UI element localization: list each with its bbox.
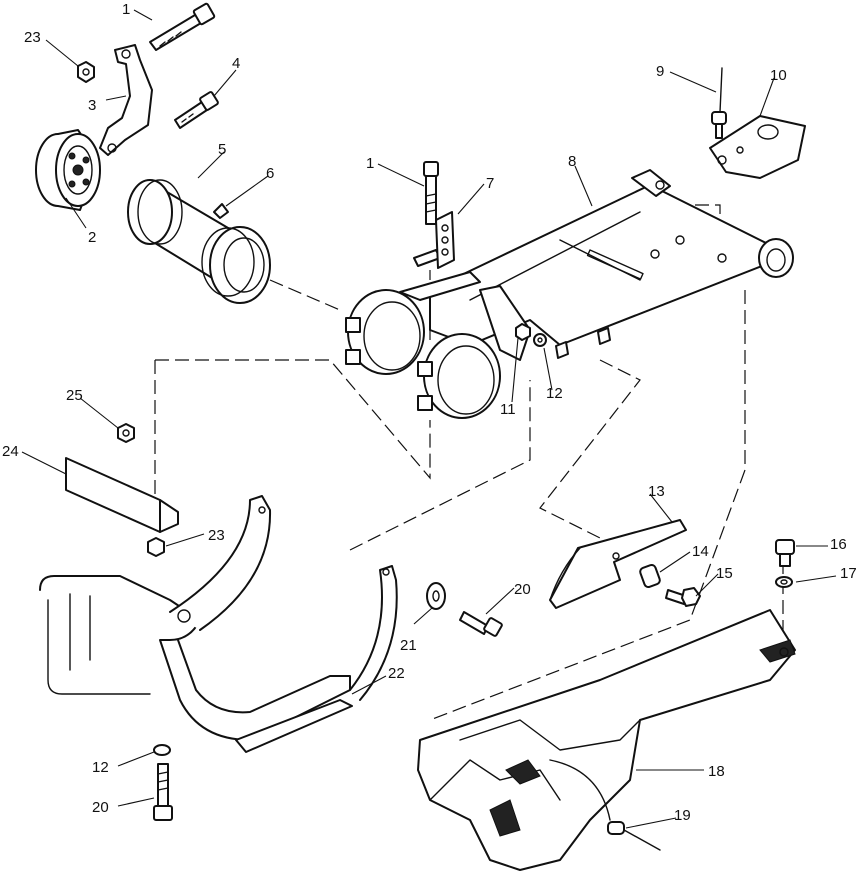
bolt-15 (665, 587, 701, 607)
bumper-22 (39, 495, 398, 753)
callout-21: 21 (400, 637, 417, 654)
guard-18 (417, 609, 796, 871)
callout-15: 15 (716, 565, 733, 582)
callout-5: 5 (218, 141, 226, 158)
callout-14: 14 (692, 543, 709, 560)
callout-6: 6 (266, 165, 274, 182)
callout-4: 4 (232, 55, 240, 72)
callout-11: 11 (500, 401, 516, 418)
swing-arm-8 (429, 169, 794, 359)
plate-24 (65, 457, 179, 533)
washer-21 (426, 582, 446, 610)
spacer-14 (639, 563, 661, 589)
callout-24: 24 (2, 443, 19, 460)
callout-18: 18 (708, 763, 725, 780)
bracket-7 (413, 211, 455, 269)
clamp-left (345, 271, 481, 375)
washer-12-arm (533, 333, 547, 347)
callout-13: 13 (648, 483, 665, 500)
callout-8: 8 (568, 153, 576, 170)
washer-17 (775, 576, 793, 588)
callout-3: 3 (88, 97, 96, 114)
callout-1-center: 1 (366, 155, 374, 172)
callout-2: 2 (88, 229, 96, 246)
nut-25 (117, 423, 135, 443)
fastener-11 (515, 323, 531, 341)
callout-16: 16 (830, 536, 847, 553)
plate-10 (709, 115, 806, 179)
callout-25: 25 (66, 387, 83, 404)
callout-23-top: 23 (24, 29, 41, 46)
washer-12-bottom (153, 744, 171, 756)
roller-2 (35, 129, 101, 211)
leader-lines (21, 9, 837, 829)
bolt-20-bottom (153, 763, 173, 821)
pin-19 (607, 821, 661, 851)
callout-20-center: 20 (514, 581, 531, 598)
callout-17: 17 (840, 565, 857, 582)
callout-22: 22 (388, 665, 405, 682)
callout-labels: 1 23 3 4 2 5 6 1 7 8 9 10 11 12 25 24 23… (2, 1, 857, 824)
pin-6 (213, 203, 229, 219)
callout-19: 19 (674, 807, 691, 824)
callout-9: 9 (656, 63, 664, 80)
bolt-4 (174, 91, 219, 129)
bolt-16 (775, 539, 795, 567)
callout-12-bottom: 12 (92, 759, 109, 776)
bracket-13 (549, 519, 687, 609)
callout-20-bottom: 20 (92, 799, 109, 816)
clamp-right (417, 285, 531, 419)
callout-12-arm: 12 (546, 385, 563, 402)
nut-23-top (77, 61, 95, 83)
nut-23-middle (147, 537, 165, 557)
callout-10: 10 (770, 67, 787, 84)
callout-1-top: 1 (122, 1, 130, 18)
strap-3 (99, 44, 153, 156)
callout-7: 7 (486, 175, 494, 192)
callout-23-middle: 23 (208, 527, 225, 544)
bolt-1-top (149, 2, 216, 51)
bolt-20-center (459, 611, 503, 637)
pin-9 (711, 67, 727, 139)
bolt-1-center (423, 161, 439, 225)
tube-5 (127, 179, 271, 304)
